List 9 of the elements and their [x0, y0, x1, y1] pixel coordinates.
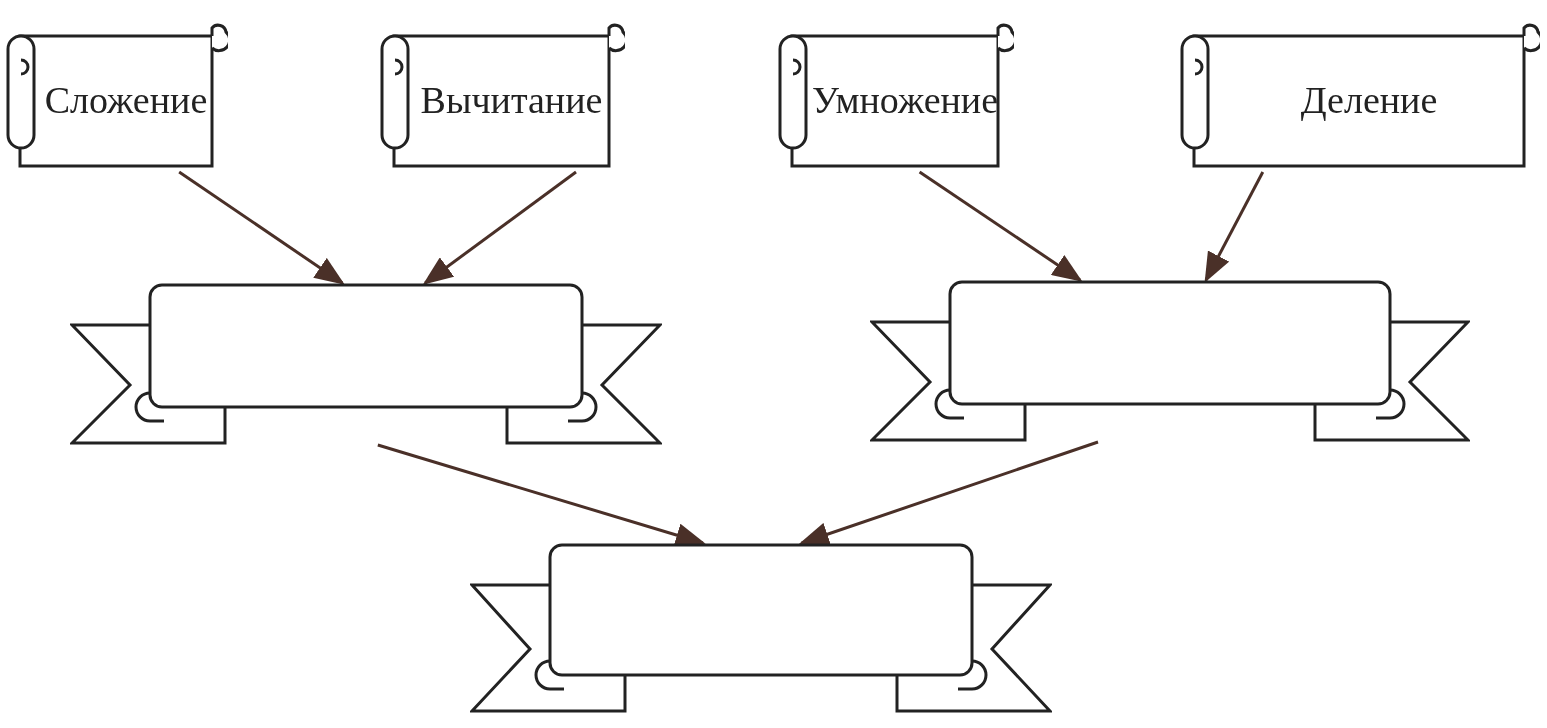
arrow — [918, 170, 1083, 282]
operation-label: Умножение — [810, 78, 1000, 122]
arrow — [1204, 171, 1265, 283]
operation-label: Сложение — [43, 78, 209, 122]
arrow — [798, 440, 1099, 546]
operation-label: Вычитание — [419, 78, 604, 122]
operation-label: Деление — [1299, 78, 1439, 122]
arrow — [178, 170, 345, 285]
arrow — [422, 170, 577, 285]
